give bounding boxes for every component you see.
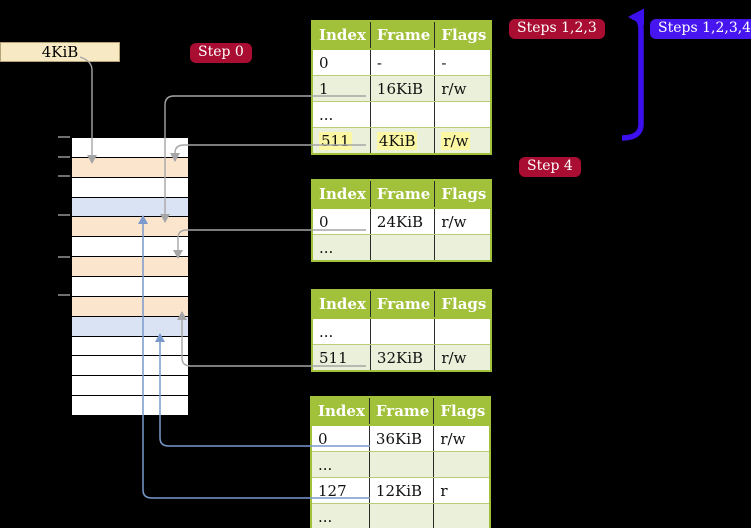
table-cell: [433, 503, 491, 528]
step-4-badge: Step 4: [519, 157, 581, 178]
memory-frame-row-white: [72, 277, 188, 297]
memory-frame-row-white: [72, 396, 188, 416]
table-cell: 16KiB: [370, 75, 436, 102]
memory-frame-row-blue: [72, 316, 188, 337]
table-cell: 1: [312, 75, 371, 102]
column-header-flags: Flags: [433, 397, 491, 426]
column-header-frame: Frame: [370, 21, 436, 50]
memory-frame-row-white: [72, 177, 188, 198]
table-cell: -: [434, 49, 492, 76]
table-cell: [370, 101, 436, 128]
memory-frame-row-orange: [72, 296, 188, 317]
table-cell: 32KiB: [370, 344, 436, 371]
table-row: ...: [311, 451, 491, 478]
table-cell: 0: [312, 208, 371, 235]
table-cell: r/w: [434, 208, 492, 235]
table-cell: ...: [312, 234, 371, 261]
table-row: ...: [311, 503, 491, 528]
memory-frame-row-white: [72, 138, 188, 158]
table-cell: ...: [311, 451, 370, 478]
frame-size-callout: 4KiB: [0, 42, 120, 62]
table-cell: [370, 234, 436, 261]
step-0-badge: Step 0: [190, 43, 252, 64]
column-header-index: Index: [312, 180, 371, 209]
column-header-index: Index: [312, 290, 371, 319]
table-row: 0--: [312, 49, 492, 76]
memory-frame-row-blue: [72, 197, 188, 218]
table-cell: 36KiB: [369, 425, 435, 452]
physical-memory-strip: [71, 137, 189, 416]
table-cell: r: [433, 477, 491, 504]
table-cell: ...: [312, 101, 371, 128]
table-cell: [433, 451, 491, 478]
steps-loop-arrow: [621, 8, 645, 141]
table-cell: [434, 318, 492, 345]
highlighted-value: 511: [319, 131, 352, 150]
table-cell: ...: [311, 503, 370, 528]
memory-frame-row-orange: [72, 257, 188, 278]
table-cell: 511: [312, 344, 371, 371]
table-cell: [434, 234, 492, 261]
column-header-flags: Flags: [434, 290, 492, 319]
table-cell: 0: [311, 425, 370, 452]
highlighted-value: r/w: [441, 131, 471, 150]
table-cell: r/w: [434, 127, 492, 154]
table-row: ...: [312, 101, 492, 128]
table-cell: 12KiB: [369, 477, 435, 504]
table-row: ...: [312, 234, 492, 261]
table-row: ...: [312, 318, 492, 345]
memory-frame-row-orange: [72, 157, 188, 178]
table-cell: ...: [312, 318, 371, 345]
table-cell: [369, 451, 435, 478]
column-header-frame: Frame: [369, 397, 435, 426]
table-cell: 511: [312, 127, 371, 154]
table-cell: r/w: [433, 425, 491, 452]
table-row: 511 4KiB r/w: [312, 127, 492, 154]
column-header-index: Index: [311, 397, 370, 426]
column-header-frame: Frame: [370, 290, 436, 319]
memory-frame-row-orange: [72, 217, 188, 238]
memory-frame-row-white: [72, 336, 188, 357]
table-cell: 4KiB: [370, 127, 436, 154]
table-cell: r/w: [434, 75, 492, 102]
table-cell: -: [370, 49, 436, 76]
table-cell: 127: [311, 477, 370, 504]
table-cell: 24KiB: [370, 208, 436, 235]
table-cell: [369, 503, 435, 528]
table-cell: [434, 101, 492, 128]
table-cell: [370, 318, 436, 345]
steps-1-2-3-4-badge: Steps 1,2,3,4: [650, 19, 751, 40]
column-header-index: Index: [312, 21, 371, 50]
memory-frame-row-white: [72, 237, 188, 258]
memory-frame-row-white: [72, 376, 188, 397]
memory-frame-row-white: [72, 356, 188, 377]
column-header-flags: Flags: [434, 21, 492, 50]
table-cell: r/w: [434, 344, 492, 371]
table-cell: 0: [312, 49, 371, 76]
highlighted-value: 4KiB: [376, 131, 418, 150]
column-header-flags: Flags: [434, 180, 492, 209]
column-header-frame: Frame: [370, 180, 436, 209]
steps-1-2-3-badge: Steps 1,2,3: [509, 19, 605, 40]
